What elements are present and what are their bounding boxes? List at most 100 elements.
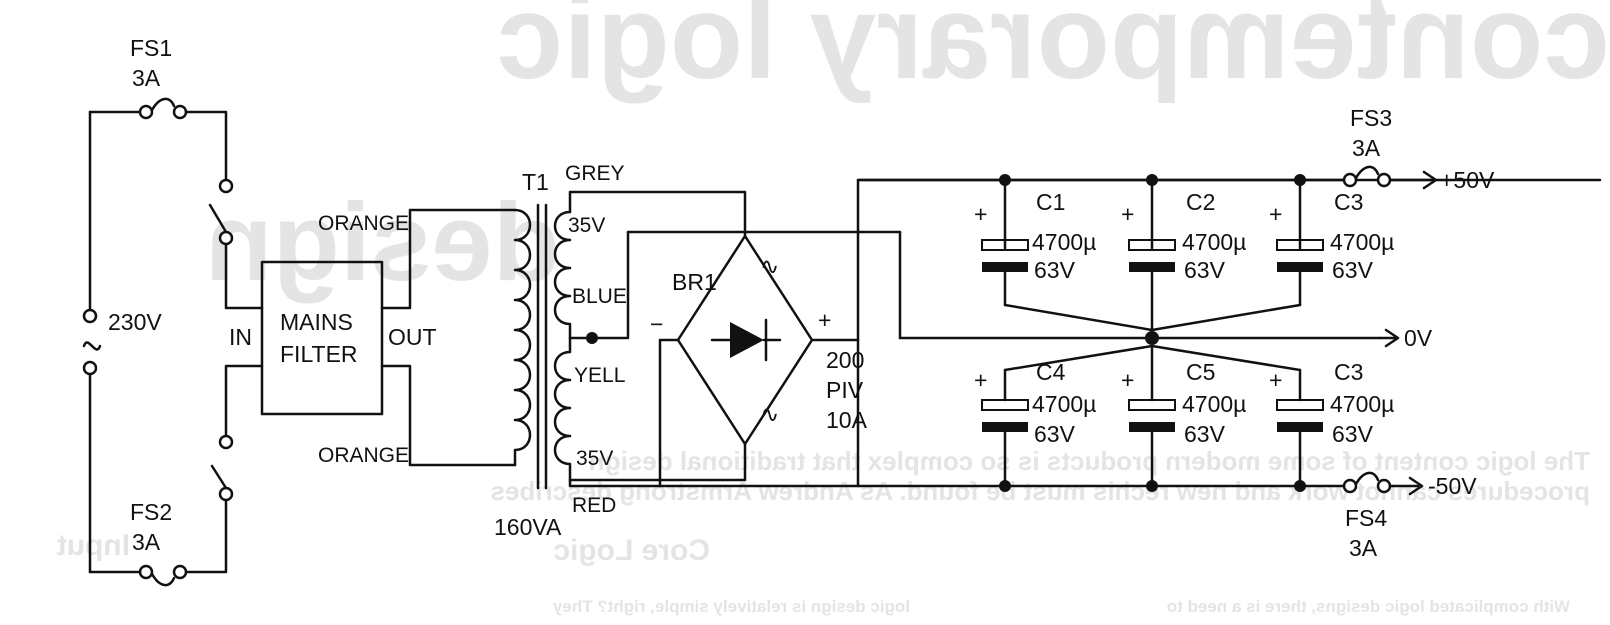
c3-bottom-voltage: 63V	[1332, 421, 1374, 447]
fs4-terminal-left	[1342, 478, 1358, 494]
zero-volt-junction	[1145, 331, 1159, 345]
junction-c5-bottom	[1146, 480, 1158, 492]
mains-terminal-live	[82, 308, 98, 324]
c4-positive-plate	[981, 399, 1029, 411]
c4-voltage: 63V	[1034, 421, 1076, 447]
c2-voltage: 63V	[1184, 257, 1226, 283]
fs4-rating: 3A	[1349, 535, 1378, 561]
c3-top-negative-plate	[1277, 262, 1323, 272]
c2-positive-plate	[1128, 239, 1176, 251]
capacitor-c3-top: + C3 4700µ 63V	[1269, 189, 1394, 283]
c2-negative-plate	[1129, 262, 1175, 272]
pos-output-label: +50V	[1440, 167, 1495, 193]
secondary-red-label: RED	[572, 494, 616, 517]
c1-positive-plate	[981, 239, 1029, 251]
capacitor-bank: + C1 4700µ 63V + C2 4700µ 63V + C3 4700µ…	[856, 174, 1394, 492]
neg-output-arrow-icon	[1408, 476, 1424, 496]
c1-voltage: 63V	[1034, 257, 1076, 283]
capacitor-c4: + C4 4700µ 63V	[974, 359, 1096, 447]
fs2-terminal-right	[172, 564, 188, 580]
c5-voltage: 63V	[1184, 421, 1226, 447]
fs4-terminal-right	[1376, 478, 1392, 494]
c3-bottom-negative-plate	[1277, 422, 1323, 432]
switch-bottom-blade	[210, 464, 228, 490]
primary-bottom-wire-label: ORANGE	[318, 444, 409, 467]
fs1-ref: FS1	[130, 35, 172, 61]
fs3-terminal-right	[1376, 172, 1392, 188]
ac-source-icon	[82, 341, 102, 351]
primary-coil	[513, 208, 532, 467]
switch-top-contact	[218, 178, 234, 194]
c3-top-voltage: 63V	[1332, 257, 1374, 283]
secondary-blue-label: BLUE	[572, 285, 627, 308]
c3-top-positive-plate	[1276, 239, 1324, 251]
fs2-terminal-left	[138, 564, 154, 580]
c3-bottom-positive-plate	[1276, 399, 1324, 411]
outputs: FS3 3A +50V 0V -50V FS4 3A	[1298, 105, 1495, 561]
c3-bottom-plus: +	[1269, 367, 1282, 393]
mains-filter-in-label: IN	[229, 324, 252, 350]
transformer-ref: T1	[522, 169, 549, 195]
bridge-plus-label: +	[818, 307, 831, 333]
c2-value: 4700µ	[1182, 229, 1246, 255]
mains-filter-out-label: OUT	[388, 324, 437, 350]
bleed-subhead-2: Core Logic	[553, 534, 710, 567]
bleed-subhead-1: Input	[57, 529, 130, 562]
bleed-body-1: logic design is relatively simple, right…	[552, 597, 910, 616]
fs4-ref: FS4	[1345, 505, 1387, 531]
c5-ref: C5	[1186, 359, 1215, 385]
c3-bottom-ref: C3	[1334, 359, 1363, 385]
mains-filter: MAINS FILTER IN OUT	[229, 208, 517, 467]
transformer-t1: ORANGE ORANGE T1 160VA GREY 35V BLUE YEL…	[318, 162, 1602, 540]
fs3-fuse-icon	[1354, 165, 1380, 180]
mains-filter-line2: FILTER	[280, 341, 358, 367]
fs4-fuse-icon	[1354, 471, 1380, 486]
switch-bottom-contact	[218, 434, 234, 450]
c5-value: 4700µ	[1182, 391, 1246, 417]
bridge-rectifier: BR1 − + ∿ ∿ 200 PIV 10A	[650, 234, 868, 488]
bleed-through-text: contemporary logic design The logic cont…	[57, 0, 1610, 616]
fs1-rating: 3A	[132, 65, 161, 91]
junction-c4-bottom	[999, 480, 1011, 492]
capacitor-c3-bottom: + C3 4700µ 63V	[1269, 359, 1394, 447]
fs3-ref: FS3	[1350, 105, 1392, 131]
capacitor-c1: + C1 4700µ 63V	[974, 189, 1096, 283]
c2-ref: C2	[1186, 189, 1215, 215]
bridge-piv-value: 200	[826, 347, 864, 373]
c4-ref: C4	[1036, 359, 1066, 385]
c4-negative-plate	[982, 422, 1028, 432]
mains-filter-box	[260, 260, 384, 416]
junction-c2-top	[1146, 174, 1158, 186]
fs2-rating: 3A	[132, 529, 161, 555]
capacitor-c2: + C2 4700µ 63V	[1121, 189, 1246, 283]
c2-plus: +	[1121, 201, 1134, 227]
bleed-headline: contemporary logic	[496, 0, 1610, 104]
bridge-diamond	[676, 234, 814, 446]
c5-positive-plate	[1128, 399, 1176, 411]
switch-bottom-pivot	[218, 486, 234, 502]
capacitor-c5: + C5 4700µ 63V	[1121, 359, 1246, 447]
secondary-yell-label: YELL	[574, 364, 625, 387]
bleed-caption-1: The logic content of some modern product…	[589, 446, 1590, 476]
switch-top-pivot	[218, 230, 234, 246]
zero-output-arrow-icon	[1384, 328, 1400, 348]
junction-c1-top	[999, 174, 1011, 186]
c1-ref: C1	[1036, 189, 1065, 215]
secondary-top-coil	[553, 210, 572, 340]
neg-output-label: -50V	[1428, 473, 1477, 499]
bridge-minus-label: −	[650, 311, 663, 337]
pos-output-arrow-icon	[1422, 170, 1438, 190]
bridge-current: 10A	[826, 407, 868, 433]
mains-filter-line1: MAINS	[280, 309, 353, 335]
secondary-grey-label: GREY	[565, 162, 625, 185]
zero-output-label: 0V	[1404, 325, 1433, 351]
fs2-ref: FS2	[130, 499, 172, 525]
c1-negative-plate	[982, 262, 1028, 272]
mains-voltage-label: 230V	[108, 309, 162, 335]
bridge-piv-unit: PIV	[826, 377, 864, 403]
secondary-bottom-coil	[553, 336, 572, 482]
bridge-ac-top: ∿	[760, 253, 779, 279]
fs2-fuse-icon	[150, 572, 176, 587]
transformer-rating: 160VA	[494, 514, 562, 540]
